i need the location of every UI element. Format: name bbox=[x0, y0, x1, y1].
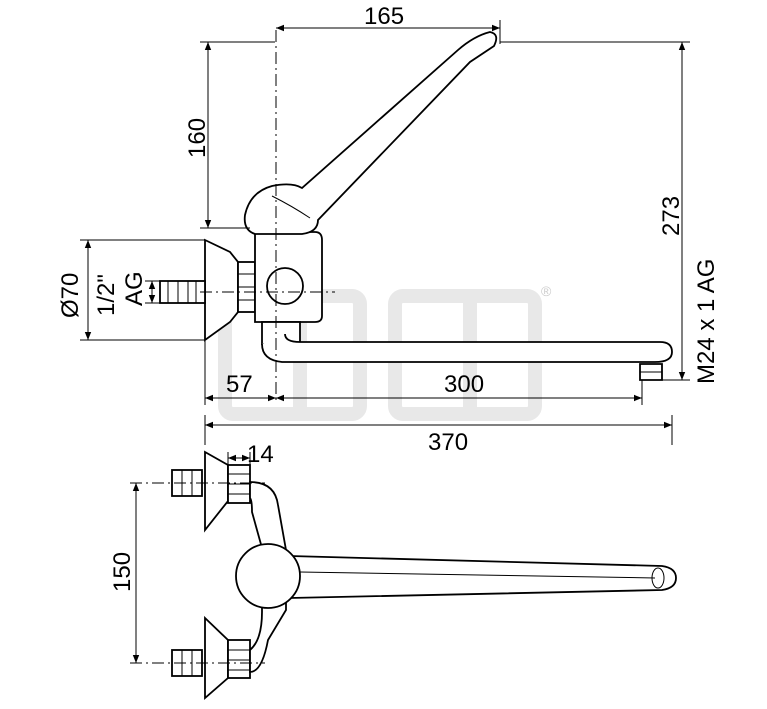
dim-14-label: 14 bbox=[247, 441, 274, 468]
thread-label-line2: AG bbox=[121, 271, 148, 306]
dim-165-label: 165 bbox=[364, 3, 404, 30]
flange-diameter-label: Ø70 bbox=[57, 273, 84, 318]
thread-label-line1: 1/2" bbox=[93, 274, 120, 316]
dim-300-label: 300 bbox=[444, 371, 484, 398]
dim-150-label: 150 bbox=[109, 552, 136, 592]
side-dimensions: 165 160 273 M24 x 1 AG Ø70 1/2" AG 57 30… bbox=[57, 3, 720, 456]
outlet-thread-label: M24 x 1 AG bbox=[693, 259, 720, 384]
dim-160-label: 160 bbox=[184, 118, 211, 158]
dim-273-label: 273 bbox=[658, 196, 685, 236]
upper-flange bbox=[204, 450, 229, 533]
top-dimensions: 14 150 bbox=[109, 441, 274, 663]
dim-370-label: 370 bbox=[428, 429, 468, 456]
registered-mark: ® bbox=[541, 283, 552, 299]
spout bbox=[261, 333, 673, 363]
lever-handle bbox=[243, 31, 498, 235]
valve-disc bbox=[235, 543, 301, 609]
dim-57-label: 57 bbox=[226, 371, 253, 398]
lower-nut bbox=[227, 639, 251, 679]
lower-flange bbox=[204, 615, 229, 700]
wall-flange bbox=[204, 238, 239, 342]
connection-pipe bbox=[159, 280, 206, 304]
top-view bbox=[130, 450, 677, 700]
side-view bbox=[159, 30, 673, 400]
spout-top bbox=[289, 555, 677, 599]
